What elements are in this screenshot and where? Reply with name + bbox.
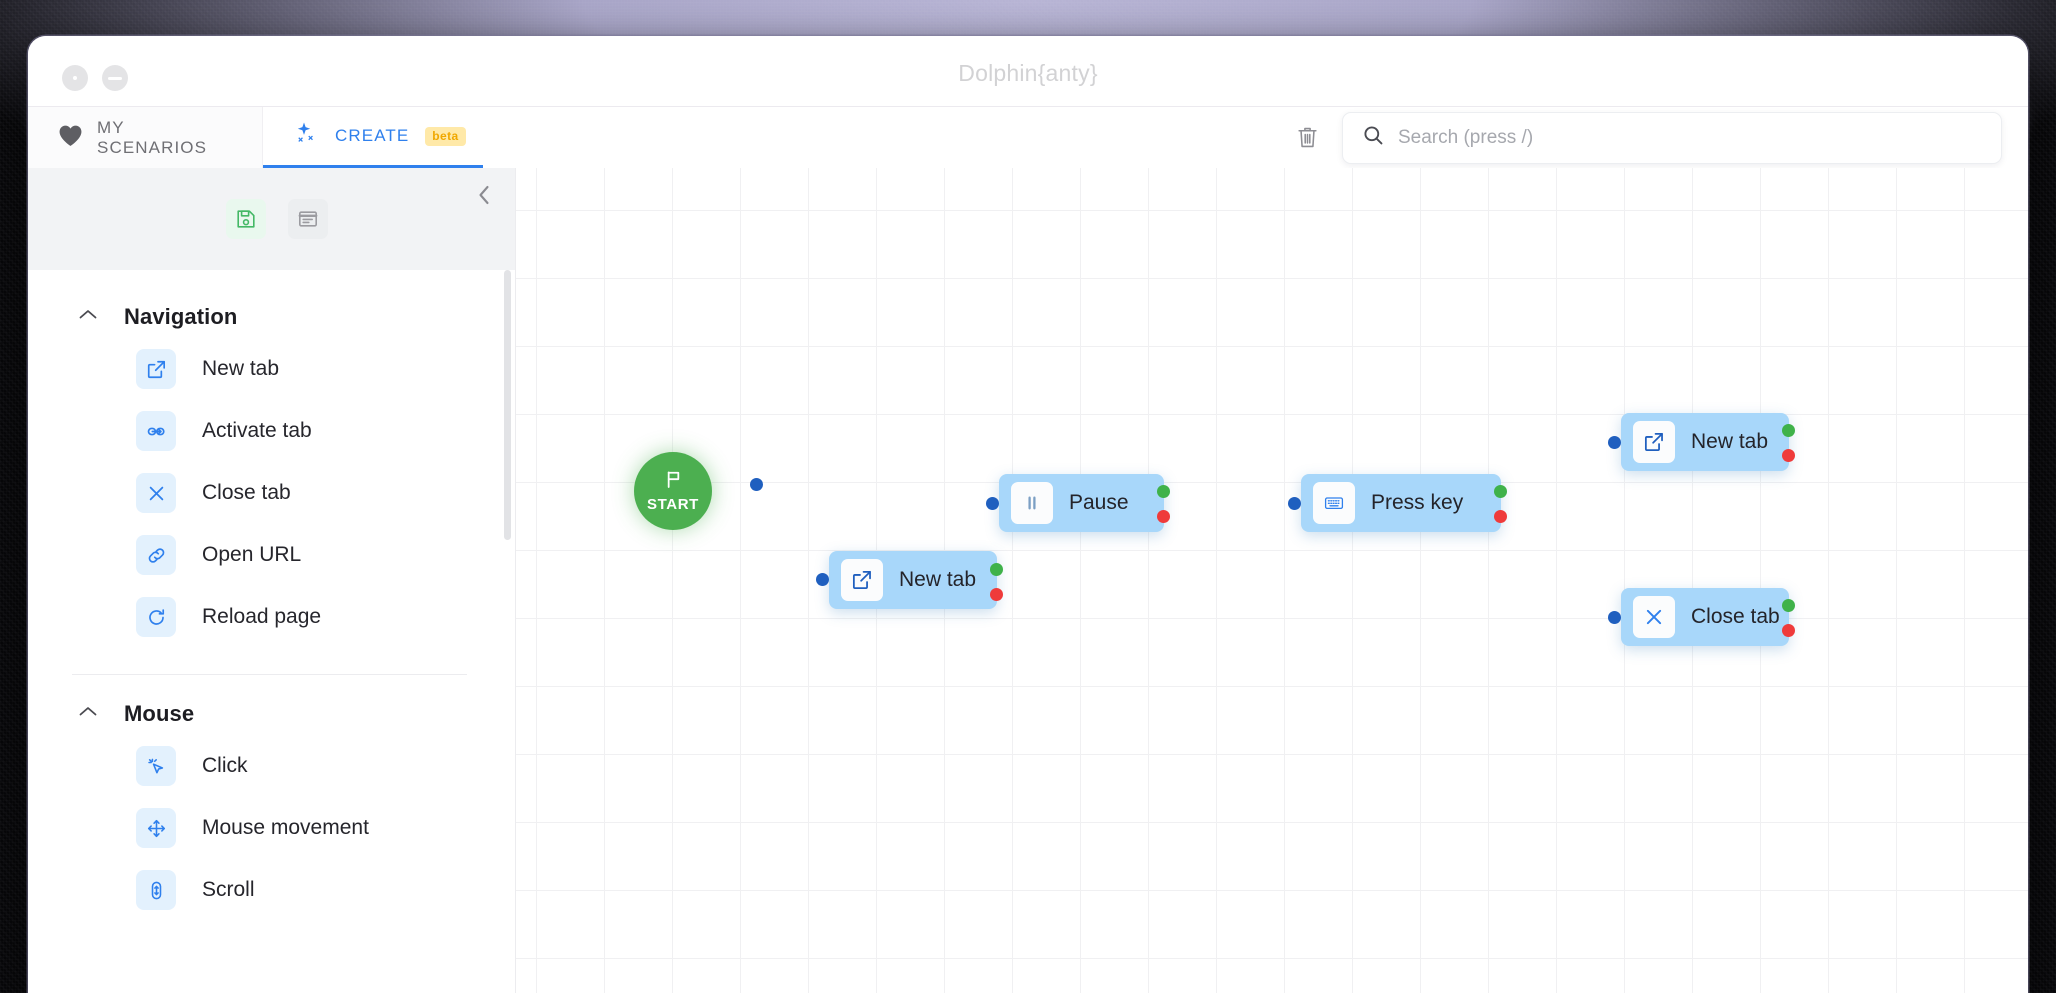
close-x-icon — [1633, 596, 1675, 638]
body-split: Navigation New tab — [28, 168, 2028, 993]
external-link-icon — [136, 349, 176, 389]
logs-window-icon[interactable] — [288, 199, 328, 239]
sidebar-group-title: Navigation — [124, 304, 238, 329]
chain-link-icon — [136, 535, 176, 575]
title-bar: Dolphin{anty} — [28, 36, 2028, 107]
sidebar-divider — [72, 674, 467, 675]
chevron-up-icon — [78, 705, 98, 723]
sidebar-item-close-tab[interactable]: Close tab — [28, 462, 515, 524]
window-minimize-button[interactable] — [102, 65, 128, 91]
sidebar-item-label: Scroll — [202, 878, 255, 901]
sidebar-group-navigation: Navigation New tab — [28, 278, 515, 675]
port-new-tab-1-in[interactable] — [816, 573, 829, 586]
reload-icon — [136, 597, 176, 637]
sidebar-item-open-url[interactable]: Open URL — [28, 524, 515, 586]
cursor-click-icon — [136, 746, 176, 786]
close-x-icon — [136, 473, 176, 513]
keyboard-icon — [1313, 482, 1355, 524]
sidebar-item-label: Click — [202, 754, 248, 777]
sidebar-item-new-tab[interactable]: New tab — [28, 338, 515, 400]
tab-my-scenarios[interactable]: MY SCENARIOS — [28, 107, 263, 168]
sidebar-toolbar — [28, 168, 515, 270]
tab-create-label: CREATE — [335, 126, 410, 145]
node-label: Close tab — [1691, 605, 1780, 628]
sidebar-item-reload-page[interactable]: Reload page — [28, 586, 515, 648]
scroll-icon — [136, 870, 176, 910]
sidebar-group-title: Mouse — [124, 701, 195, 726]
node-label: Press key — [1371, 491, 1464, 514]
node-label: New tab — [899, 568, 977, 591]
save-disk-icon[interactable] — [226, 199, 266, 239]
sidebar-item-label: New tab — [202, 357, 280, 380]
beta-badge: beta — [425, 126, 466, 146]
port-close-tab-success[interactable] — [1782, 599, 1795, 612]
node-start[interactable]: START — [634, 452, 712, 530]
heart-icon — [58, 124, 83, 152]
sidebar-item-label: Open URL — [202, 543, 302, 566]
search-icon — [1363, 125, 1384, 151]
sidebar-item-mouse-movement[interactable]: Mouse movement — [28, 797, 515, 859]
search-input[interactable] — [1398, 126, 1981, 149]
port-press-key-in[interactable] — [1288, 497, 1301, 510]
port-start-out[interactable] — [750, 478, 763, 491]
sidebar-item-scroll[interactable]: Scroll — [28, 859, 515, 921]
node-press-key[interactable]: Press key — [1301, 474, 1501, 532]
trash-icon[interactable] — [1290, 121, 1324, 155]
actions-sidebar: Navigation New tab — [28, 168, 516, 993]
node-label: New tab — [1691, 430, 1769, 453]
sidebar-group-header-navigation[interactable]: Navigation — [28, 278, 515, 338]
port-new-tab-2-in[interactable] — [1608, 436, 1621, 449]
chevron-left-icon[interactable] — [471, 182, 497, 208]
node-pause[interactable]: Pause — [999, 474, 1164, 532]
port-press-key-success[interactable] — [1494, 485, 1507, 498]
sidebar-item-label: Reload page — [202, 605, 322, 628]
tab-strip: MY SCENARIOS CREATE beta — [28, 107, 2028, 168]
external-link-icon — [1633, 421, 1675, 463]
external-link-icon — [841, 559, 883, 601]
window-close-button[interactable] — [62, 65, 88, 91]
move-arrows-icon — [136, 808, 176, 848]
search-box[interactable] — [1342, 111, 2002, 164]
sparkle-icon — [293, 121, 321, 152]
port-pause-error[interactable] — [1157, 510, 1170, 523]
chevron-up-icon — [78, 308, 98, 326]
node-close-tab[interactable]: Close tab — [1621, 588, 1789, 646]
node-new-tab-2[interactable]: New tab — [1621, 413, 1789, 471]
port-new-tab-1-error[interactable] — [990, 588, 1003, 601]
node-label: Pause — [1069, 491, 1129, 514]
node-start-label: START — [647, 496, 699, 513]
tab-strip-actions — [1290, 107, 2028, 168]
sidebar-item-label: Mouse movement — [202, 816, 369, 839]
sidebar-item-activate-tab[interactable]: Activate tab — [28, 400, 515, 462]
pause-icon — [1011, 482, 1053, 524]
sidebar-item-click[interactable]: Click — [28, 735, 515, 797]
port-new-tab-2-success[interactable] — [1782, 424, 1795, 437]
flag-icon — [663, 469, 684, 495]
edge-layer — [516, 168, 816, 318]
link-arrow-icon — [136, 411, 176, 451]
port-press-key-error[interactable] — [1494, 510, 1507, 523]
sidebar-item-label: Activate tab — [202, 419, 312, 442]
sidebar-scroll-area[interactable]: Navigation New tab — [28, 270, 515, 993]
port-pause-success[interactable] — [1157, 485, 1170, 498]
window-title: Dolphin{anty} — [958, 60, 1098, 86]
port-close-tab-error[interactable] — [1782, 624, 1795, 637]
sidebar-item-label: Close tab — [202, 481, 291, 504]
sidebar-group-mouse: Mouse Click — [28, 675, 515, 921]
app-window: Dolphin{anty} MY SCENARIOS CREATE beta — [28, 36, 2028, 993]
sidebar-group-header-mouse[interactable]: Mouse — [28, 675, 515, 735]
tab-my-scenarios-label: MY SCENARIOS — [97, 117, 208, 157]
port-pause-in[interactable] — [986, 497, 999, 510]
port-new-tab-1-success[interactable] — [990, 563, 1003, 576]
port-close-tab-in[interactable] — [1608, 611, 1621, 624]
node-new-tab-1[interactable]: New tab — [829, 551, 997, 609]
tab-create[interactable]: CREATE beta — [263, 107, 483, 168]
scenario-canvas[interactable]: START New tab — [516, 168, 2028, 993]
port-new-tab-2-error[interactable] — [1782, 449, 1795, 462]
sidebar-scrollbar-thumb[interactable] — [504, 270, 511, 540]
